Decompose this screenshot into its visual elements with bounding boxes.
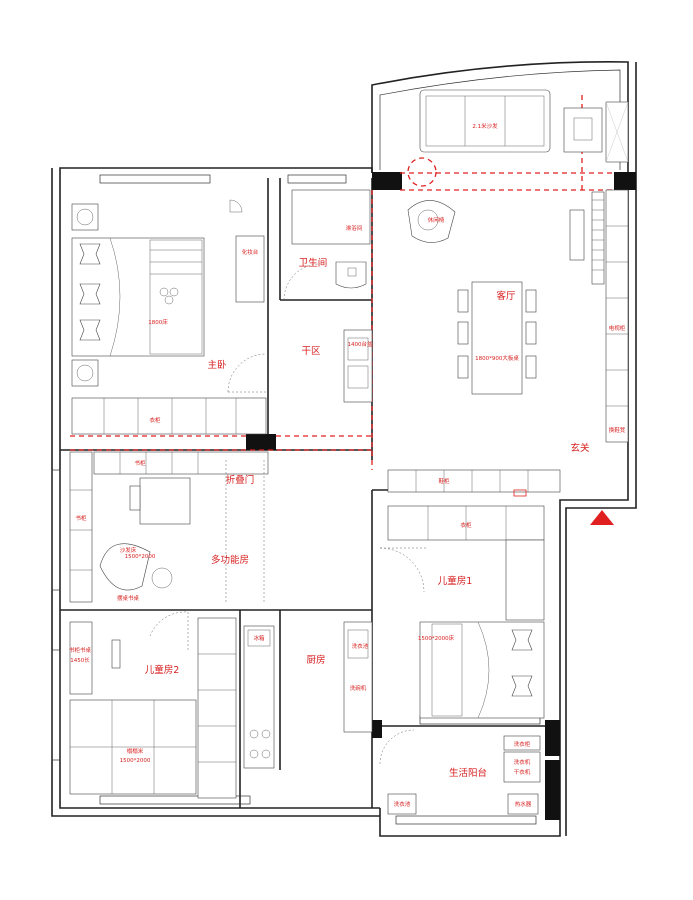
kid2-desk: 书柜书桌 1450长 [69, 621, 121, 695]
room-label-living: 客厅 [496, 290, 516, 302]
multi-sofa-bed-label: 1500*2000 [125, 554, 156, 560]
kitchen-cabinets: 冰箱 洗衣池 洗碗机 [243, 621, 373, 769]
dining-table: 1800*900大板桌 [457, 281, 537, 395]
tv-cabinet: 电视柜 换鞋凳 [569, 189, 629, 443]
kitchen-sink-label: 洗衣池 [352, 642, 369, 650]
dining-table-label: 1800*900大板桌 [475, 354, 519, 362]
room-label-kid2: 儿童房2 [145, 664, 180, 676]
dry-zone-sink: 1400台盆 [343, 329, 373, 403]
water-heater-label: 热水器 [515, 800, 532, 808]
room-label-multi: 多功能房 [211, 554, 249, 566]
laundry-appliances: 洗衣柜 洗衣机 干衣机 热水器 洗衣池 [387, 735, 541, 815]
balcony-side-table [563, 101, 629, 163]
washer-label: 洗衣机 [514, 758, 531, 766]
lounge-chair-label: 休闲椅 [428, 216, 445, 224]
master-bed: 1800床 [71, 237, 205, 357]
tatami-type-label: 榻榻米 [127, 747, 144, 755]
kid2-desk-length-label: 1450长 [70, 656, 90, 664]
shoe-cabinet-label: 鞋柜 [438, 477, 450, 485]
shoe-bench-label: 换鞋凳 [609, 426, 626, 434]
kid1-wardrobe-label: 衣柜 [460, 521, 472, 529]
tatami-label: 1500*2000 [120, 758, 151, 764]
kid2-desk-label: 书柜书桌 [69, 646, 92, 654]
multi-desk [129, 477, 191, 525]
bathroom-fixtures: 淋浴间 [283, 189, 371, 301]
room-label-laundry: 生活阳台 [449, 767, 487, 779]
laundry-sink-label: 洗衣池 [394, 800, 411, 808]
kid1-bed-label: 1500*2000床 [418, 634, 455, 642]
bedside-tables [71, 203, 99, 387]
dishwasher-label: 洗碗机 [350, 684, 367, 692]
master-bed-label: 1800床 [148, 318, 168, 326]
kid2-wardrobe [197, 617, 237, 799]
room-label-entrance: 玄关 [570, 442, 590, 454]
multi-sofa-bed-type-label: 沙发床 [120, 546, 137, 554]
fridge-label: 冰箱 [253, 634, 265, 642]
tv-cabinet-label: 电视柜 [609, 324, 626, 332]
master-wardrobe-label: 衣柜 [149, 416, 161, 424]
room-label-bathroom: 卫生间 [299, 257, 328, 269]
entrance-arrow-icon [590, 510, 614, 525]
multi-sofa-bed: 沙发床 1500*2000 摆桌书桌 [99, 543, 173, 602]
bookshelf-2-label: 书柜 [75, 514, 87, 522]
kid1-bed: 1500*2000床 [418, 621, 545, 719]
sofa-label: 2.1米沙发 [472, 122, 498, 130]
bookshelf-label: 书柜 [134, 459, 146, 467]
dryer-label: 干衣机 [514, 768, 531, 776]
multi-bookshelf: 书柜 书柜 [69, 451, 269, 603]
room-label-master: 主卧 [207, 359, 227, 371]
kid2-tatami: 榻榻米 1500*2000 [69, 699, 197, 795]
room-label-dry-zone: 干区 [301, 346, 321, 357]
laundry-cabinet-label: 洗衣柜 [514, 740, 531, 748]
lounge-chair: 休闲椅 [407, 200, 456, 243]
folding-door-label: 折叠门 [226, 474, 255, 486]
shoe-cabinet-row: 鞋柜 [387, 469, 561, 497]
kid1-wardrobe: 衣柜 [387, 505, 545, 621]
master-wardrobe: 衣柜 [71, 397, 267, 435]
desk-chair-label: 摆桌书桌 [117, 594, 140, 602]
shower-label: 淋浴间 [346, 224, 363, 232]
room-label-kitchen: 厨房 [306, 654, 325, 666]
sink-cabinet-label: 1400台盆 [348, 340, 373, 348]
room-label-kid1: 儿童房1 [438, 575, 473, 587]
columns [246, 172, 636, 820]
sofa: 2.1米沙发 [419, 89, 551, 153]
makeup-table: 化妆台 [229, 199, 265, 303]
makeup-table-label: 化妆台 [242, 248, 259, 256]
windows [51, 174, 541, 825]
